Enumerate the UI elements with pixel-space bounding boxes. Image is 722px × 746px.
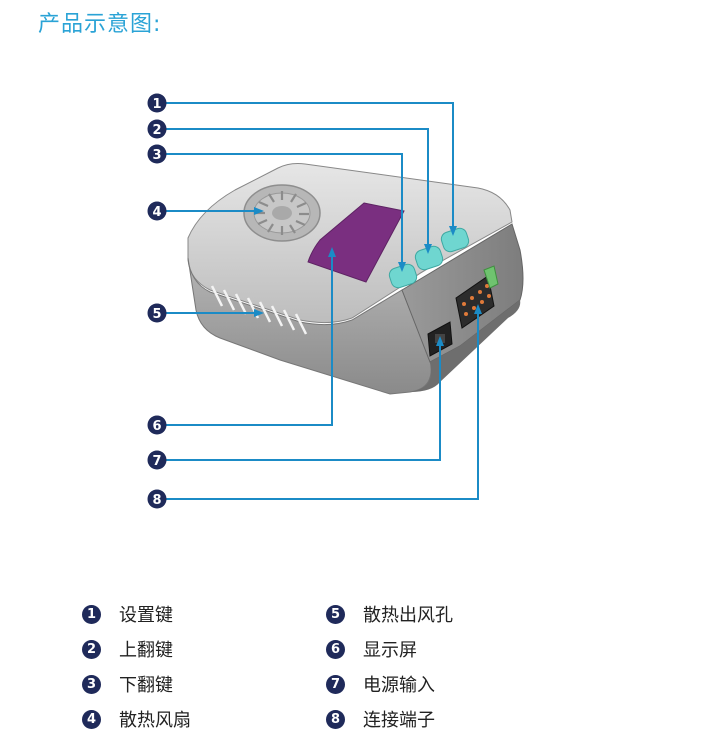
leader-line-3 <box>166 153 403 266</box>
svg-text:2: 2 <box>152 123 161 138</box>
fan <box>243 184 321 242</box>
leader-arrowheads <box>254 207 482 346</box>
svg-text:5: 5 <box>152 307 161 322</box>
badge-7: 7 <box>147 450 167 470</box>
svg-text:8: 8 <box>152 493 161 508</box>
leader-line-7 <box>166 342 441 461</box>
badge-8: 8 <box>147 489 167 509</box>
svg-text:6: 6 <box>152 419 161 434</box>
buttons <box>388 227 470 289</box>
badge-6: 6 <box>147 415 167 435</box>
diagram-badges: 1 2 3 4 5 6 7 8 <box>147 93 167 509</box>
page-title: 产品示意图: <box>38 12 162 37</box>
badge-4: 4 <box>147 201 167 221</box>
svg-text:3: 3 <box>152 148 161 163</box>
svg-text:4: 4 <box>152 205 161 220</box>
leader-line-8 <box>166 310 479 500</box>
badge-3: 3 <box>147 144 167 164</box>
badge-1: 1 <box>147 93 167 113</box>
leader-line-2 <box>166 128 429 248</box>
svg-text:7: 7 <box>152 454 161 469</box>
terminal-block <box>455 265 499 329</box>
badge-5: 5 <box>147 303 167 323</box>
leader-line-1 <box>166 102 454 230</box>
leader-line-6 <box>166 253 333 426</box>
leader-lines <box>166 102 479 500</box>
badge-2: 2 <box>147 119 167 139</box>
svg-text:1: 1 <box>152 97 161 112</box>
